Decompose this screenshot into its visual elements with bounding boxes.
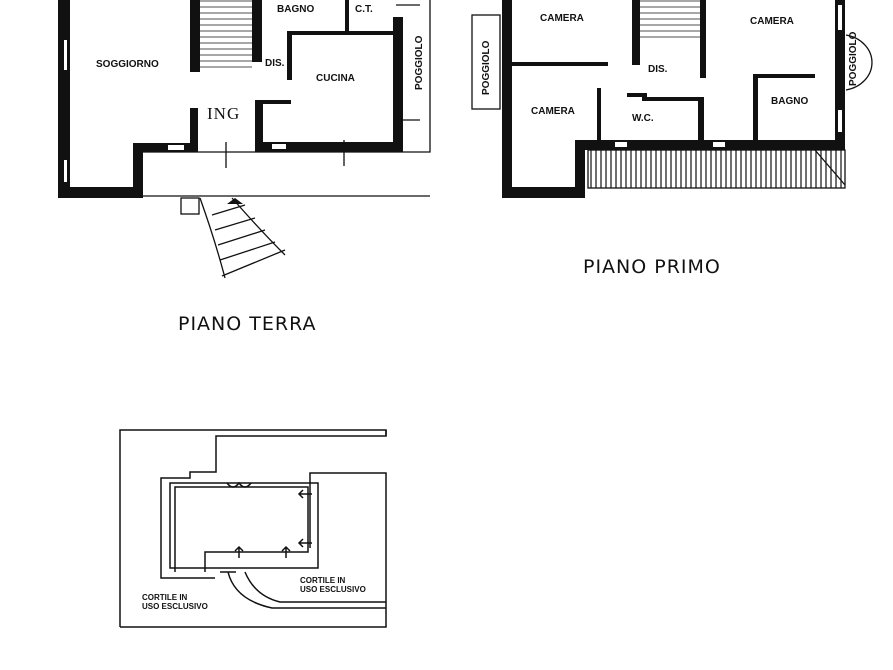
courtyard-label-left-line1: CORTILE IN — [142, 593, 188, 602]
room-label-poggiolo-ground: POGGIOLO — [414, 35, 425, 90]
room-label-poggiolo-right: POGGIOLO — [848, 31, 859, 86]
ground-floor-title: PIANO TERRA — [178, 313, 317, 335]
room-label-camera-sw: CAMERA — [531, 106, 575, 117]
room-label-camera-nw: CAMERA — [540, 13, 584, 24]
room-label-poggiolo-left: POGGIOLO — [481, 40, 492, 95]
ground-floor-plan — [58, 0, 431, 279]
courtyard-label-right-line1: CORTILE IN — [300, 576, 346, 585]
room-label-camera-ne: CAMERA — [750, 16, 794, 27]
courtyard-label-left-line2: USO ESCLUSIVO — [142, 602, 208, 611]
room-label-ing: ING — [207, 104, 240, 123]
room-label-dis-ground: DIS. — [265, 58, 285, 69]
room-label-ct: C.T. — [355, 4, 373, 15]
first-floor-title: PIANO PRIMO — [583, 256, 721, 278]
site-plan — [119, 429, 387, 628]
courtyard-label-right-line2: USO ESCLUSIVO — [300, 585, 366, 594]
room-label-cucina: CUCINA — [316, 73, 355, 84]
first-floor-plan — [471, 0, 873, 198]
room-label-dis-first: DIS. — [648, 64, 668, 75]
room-label-wc: W.C. — [632, 113, 654, 124]
room-label-bagno-first: BAGNO — [771, 96, 808, 107]
room-label-bagno-ground: BAGNO — [277, 4, 314, 15]
room-label-soggiorno: SOGGIORNO — [96, 59, 159, 70]
